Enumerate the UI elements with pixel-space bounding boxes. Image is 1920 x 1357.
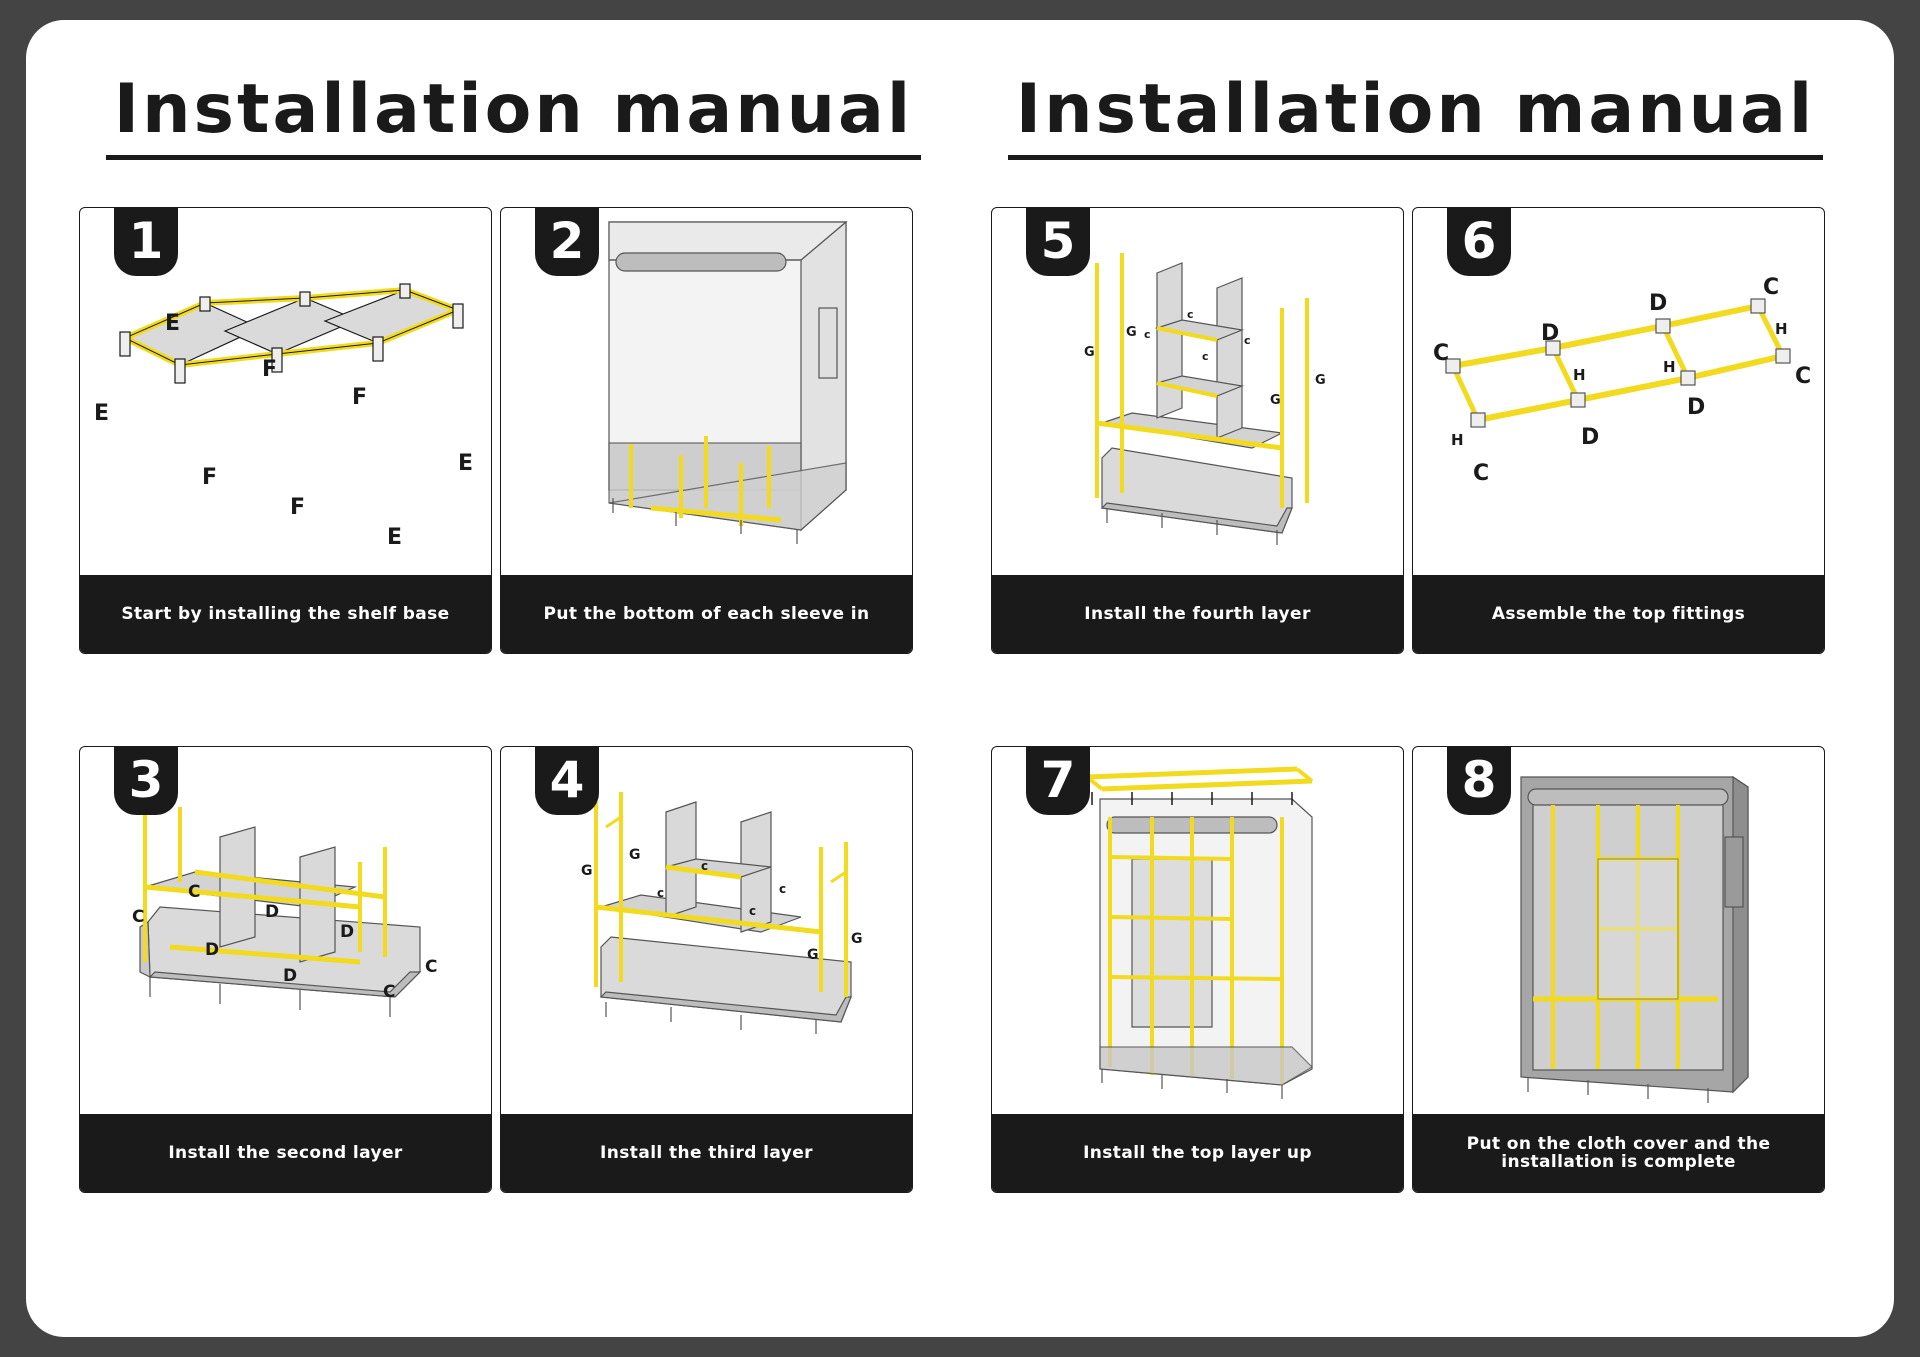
part-label: F [262,357,277,382]
step-panel-7: 7 Install the top layer up [991,746,1404,1193]
part-label: G [1270,393,1281,408]
sleeve-bottom-illustration [608,220,848,544]
step-caption: Start by installing the shelf base [80,575,491,653]
step-caption: Install the third layer [501,1114,912,1192]
step-number: 2 [535,208,599,276]
part-label: D [1581,425,1599,450]
part-label: E [458,451,473,476]
step-number: 4 [535,747,599,815]
step-caption: Assemble the top fittings [1413,575,1824,653]
part-label: G [807,947,819,963]
third-layer-illustration: G G G G c c c c [581,792,863,1034]
complete-wardrobe-illustration [1520,775,1749,1103]
second-layer-illustration: C C C C D D D D [132,802,437,1017]
part-label: c [1144,328,1151,341]
part-label: G [1084,345,1095,360]
manual-header-right: Installation manual [1008,70,1823,160]
part-label: D [205,940,219,960]
step-caption: Put the bottom of each sleeve in [501,575,912,653]
step-panel-5: G G G G c c c c 5 Install the fourth lay… [991,207,1404,654]
part-label: c [779,882,786,896]
step-number: 1 [114,208,178,276]
step-caption: Install the second layer [80,1114,491,1192]
part-label: F [290,495,305,520]
part-label: H [1451,431,1464,449]
header-underline [106,155,921,160]
step-caption: Put on the cloth cover and the installat… [1413,1114,1824,1192]
step-number: 3 [114,747,178,815]
manual-header-left: Installation manual [106,70,921,160]
part-label: c [1187,308,1194,321]
part-label: c [657,886,664,900]
part-label: C [1433,341,1449,366]
part-label: G [851,931,863,947]
fourth-layer-illustration: G G G G c c c c [1084,253,1326,545]
step-caption: Install the fourth layer [992,575,1403,653]
part-label: G [581,863,593,879]
shelf-base-illustration: E E E E F F F F [94,283,473,550]
part-label: H [1775,320,1788,338]
part-label: C [132,907,144,927]
step-caption: Install the top layer up [992,1114,1403,1192]
part-label: F [352,385,367,410]
part-label: E [165,311,180,336]
part-label: G [1126,325,1137,340]
step-panel-1: E E E E F F F F 1 Start by installing th… [79,207,492,654]
step-number: 5 [1026,208,1090,276]
part-label: D [340,922,354,942]
part-label: c [1202,350,1209,363]
step-panel-3: C C C C D D D D 3 Install the second lay… [79,746,492,1193]
manual-sheet: Installation manual Installation manual [26,20,1894,1337]
part-label: E [387,525,402,550]
step-panel-8: 8 Put on the cloth cover and the install… [1412,746,1825,1193]
part-label: c [701,859,708,873]
header-title: Installation manual [1015,70,1816,149]
part-label: D [1541,321,1559,346]
part-label: F [202,465,217,490]
part-label: C [383,982,395,1002]
part-label: C [188,882,200,902]
part-label: G [1315,373,1326,388]
header-underline [1008,155,1823,160]
part-label: C [425,957,437,977]
part-label: D [265,902,279,922]
part-label: H [1663,358,1676,376]
step-panel-2: 2 Put the bottom of each sleeve in [500,207,913,654]
step-number: 6 [1447,208,1511,276]
header-title: Installation manual [113,70,914,149]
part-label: G [629,847,641,863]
part-label: C [1763,275,1779,300]
step-number: 8 [1447,747,1511,815]
part-label: C [1473,461,1489,486]
part-label: D [1649,291,1667,316]
step-number: 7 [1026,747,1090,815]
part-label: C [1795,364,1811,389]
step-panel-6: C C C C D D D D H H H H 6 Assemble the t… [1412,207,1825,654]
part-label: D [1687,395,1705,420]
part-label: c [1244,334,1251,347]
top-fittings-illustration: C C C C D D D D H H H H [1433,275,1811,486]
part-label: H [1573,366,1586,384]
part-label: D [283,966,297,986]
part-label: E [94,401,109,426]
part-label: c [749,904,756,918]
step-panel-4: G G G G c c c c 4 Install the third laye… [500,746,913,1193]
